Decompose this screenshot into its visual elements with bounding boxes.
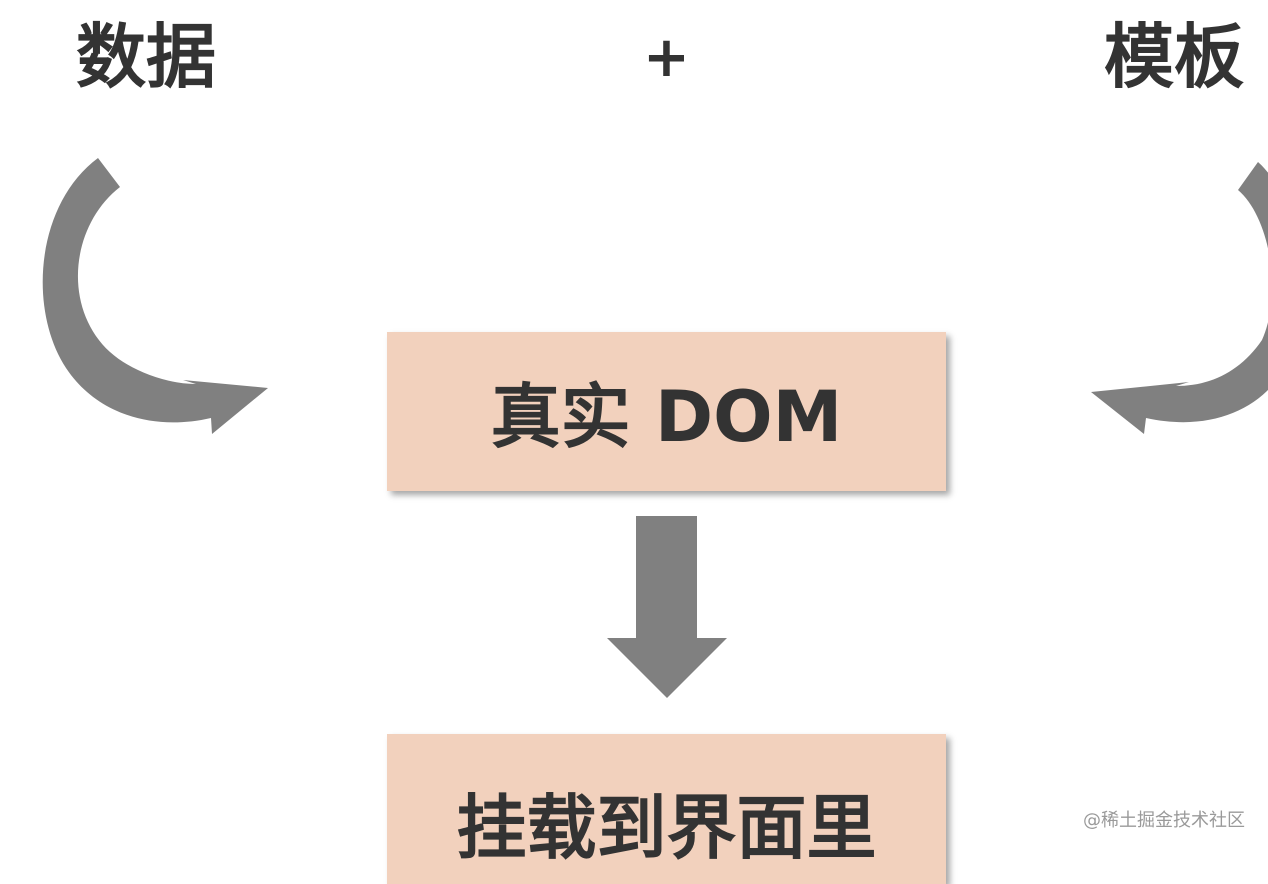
watermark: @稀土掘金技术社区 (1083, 810, 1245, 831)
real-dom-box: 真实 DOM (387, 332, 946, 491)
down-arrow-icon (607, 516, 727, 698)
mount-box: 挂载到界面里 (387, 734, 946, 884)
real-dom-label: 真实 DOM (490, 376, 843, 458)
template-label: 模板 (1104, 16, 1244, 98)
down-arrow-shape (607, 516, 727, 698)
right-curved-arrow-icon (1091, 162, 1268, 434)
mount-label: 挂载到界面里 (456, 787, 877, 869)
left-curved-arrow-icon (42, 158, 268, 434)
left-curved-arrow-shape (42, 158, 268, 434)
plus-sign: + (643, 25, 690, 90)
right-curved-arrow-shape (1091, 162, 1268, 434)
data-label: 数据 (76, 16, 216, 98)
